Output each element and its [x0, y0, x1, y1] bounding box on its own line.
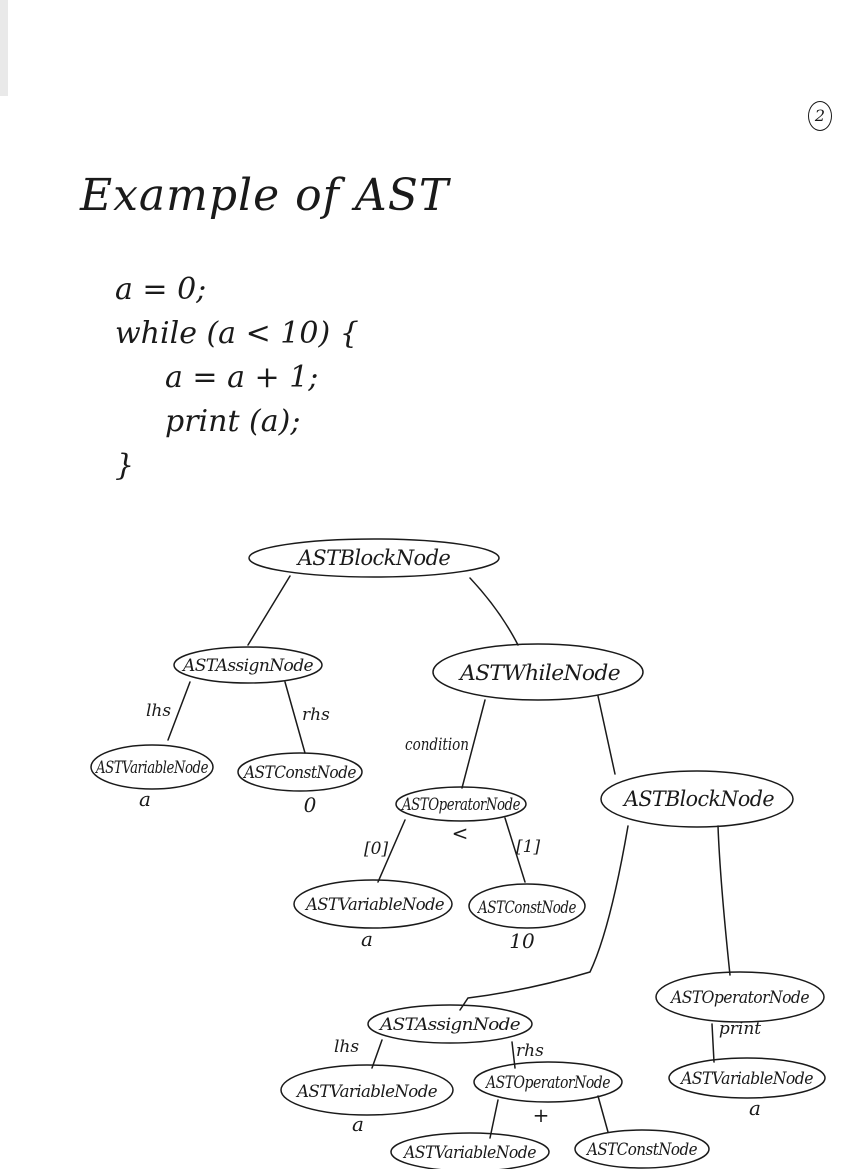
node-inner-block — [600, 770, 794, 828]
node-var-a-3 — [280, 1064, 454, 1116]
edge-label: condition — [405, 735, 469, 755]
node-label: ASTWhileNode — [458, 661, 620, 685]
code-snippet: a = 0; while (a < 10) { a = a + 1; print… — [115, 268, 359, 488]
code-line: a = a + 1; — [165, 360, 319, 395]
node-var-a-1 — [90, 744, 214, 790]
edge-label: rhs — [302, 705, 330, 725]
edge-assign1-to-var — [167, 681, 191, 741]
node-label: ASTBlockNode — [296, 546, 451, 570]
node-label: ASTAssignNode — [181, 656, 314, 676]
value-label: a — [352, 1112, 364, 1136]
value-label: < — [452, 821, 469, 845]
code-line: a = 0; — [115, 272, 207, 307]
edge-assign1-to-const — [284, 681, 306, 754]
edge-while-to-block — [597, 695, 616, 775]
edge-assign2-to-var — [371, 1039, 383, 1069]
value-label: a — [361, 927, 373, 951]
node-const-1 — [574, 1129, 710, 1169]
code-line: while (a < 10) { — [115, 316, 359, 351]
node-label: ASTOperatorNode — [669, 988, 809, 1008]
node-label: ASTVariableNode — [679, 1069, 813, 1089]
node-assign-2 — [367, 1004, 533, 1044]
page-number: 2 — [808, 101, 832, 131]
node-label: ASTAssignNode — [378, 1015, 521, 1035]
scan-edge-shadow — [0, 0, 8, 96]
edge-op-to-const — [504, 817, 526, 883]
edge-label: rhs — [516, 1041, 544, 1061]
value-label: print — [719, 1019, 761, 1039]
edge-label: [0] — [364, 839, 388, 859]
node-label: ASTConstNode — [242, 763, 356, 783]
edge-op-plus-to-var — [489, 1099, 499, 1139]
value-label: a — [749, 1096, 761, 1120]
node-label: ASTOperatorNode — [484, 1073, 610, 1093]
edge-root-to-while — [469, 577, 519, 646]
edge-op-plus-to-const — [597, 1095, 609, 1133]
node-op-plus — [473, 1061, 623, 1103]
page-title: Example of AST — [80, 170, 450, 221]
node-label: ASTBlockNode — [622, 787, 774, 811]
edge-label: [1] — [516, 837, 540, 857]
edge-block-to-op-print — [717, 825, 731, 976]
node-var-a-2 — [293, 879, 453, 929]
node-var-a-4 — [390, 1132, 550, 1169]
value-label: 10 — [509, 929, 535, 953]
node-assign-1 — [173, 646, 323, 684]
node-root-block — [248, 538, 500, 578]
node-label: ASTVariableNode — [295, 1082, 437, 1102]
node-label: ASTConstNode — [585, 1140, 697, 1160]
node-label: ASTVariableNode — [304, 895, 444, 915]
edge-label: lhs — [146, 701, 171, 721]
value-label: + — [533, 1103, 550, 1127]
code-line: print (a); — [165, 404, 301, 439]
edge-oprint-to-var — [711, 1023, 715, 1063]
code-line: } — [115, 448, 135, 483]
node-op-print — [655, 971, 825, 1023]
node-label: ASTVariableNode — [94, 758, 208, 778]
node-label: ASTOperatorNode — [400, 795, 520, 815]
node-label: ASTVariableNode — [402, 1143, 536, 1163]
value-label: a — [139, 787, 151, 811]
edge-label: lhs — [334, 1037, 359, 1057]
edge-root-to-assign — [247, 575, 291, 646]
node-const-0 — [237, 752, 363, 792]
node-const-10 — [468, 883, 586, 929]
edge-op-to-var — [377, 819, 406, 883]
value-label: 0 — [304, 793, 317, 817]
edge-block-to-assign — [459, 825, 629, 1011]
node-var-a-5 — [668, 1057, 826, 1099]
node-label: ASTConstNode — [476, 898, 576, 918]
node-while — [432, 643, 644, 701]
node-op-lt — [395, 786, 527, 822]
edge-while-to-op — [461, 699, 486, 789]
